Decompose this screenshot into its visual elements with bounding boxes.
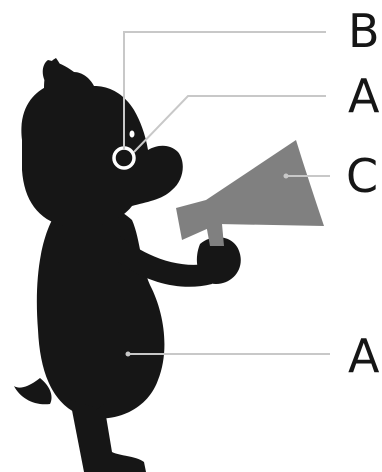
callout-label-a-body: A: [348, 329, 380, 383]
character-body: [37, 200, 165, 418]
leader-dot-a-body: [126, 352, 131, 357]
megaphone-horn: [176, 140, 324, 240]
callout-label-b: B: [348, 4, 380, 58]
leader-line-a-head: [134, 96, 326, 152]
callout-label-a-head: A: [348, 69, 380, 123]
ear-ring-hole: [120, 154, 128, 162]
leader-dot-c: [284, 174, 289, 179]
callout-label-c: C: [346, 149, 378, 203]
character-tail: [14, 378, 52, 404]
character-eye: [130, 131, 135, 138]
character-silhouette: [14, 58, 241, 472]
megaphone: [176, 140, 324, 246]
callout-labels: B A C A: [346, 4, 380, 383]
